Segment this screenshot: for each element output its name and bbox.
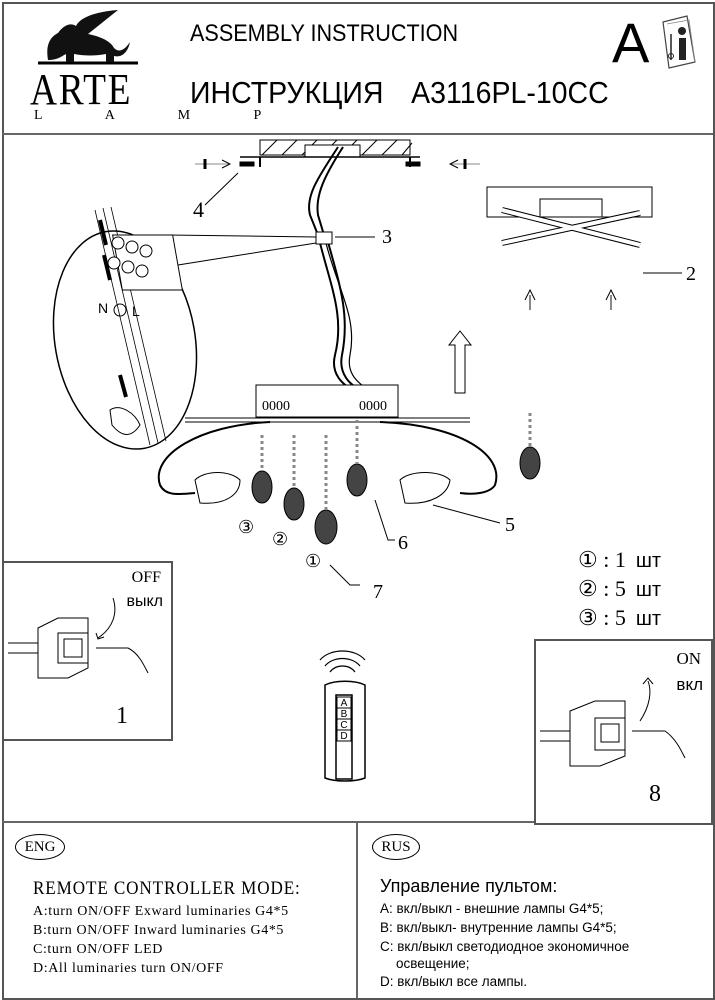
rus-line-b: B: вкл/выкл- внутренние лампы G4*5; <box>380 920 617 935</box>
qty-unit: шт <box>635 579 662 601</box>
step-1-switch-off: OFF выкл 1 <box>2 561 173 741</box>
qty-marker: ② <box>578 576 598 601</box>
title-english: ASSEMBLY INSTRUCTION <box>190 20 459 47</box>
quantity-table: ① : 1 шт ② : 5 шт ③ : 5 шт <box>578 546 661 633</box>
callout-6: 6 <box>398 532 408 554</box>
step-1-state-ru: выкл <box>126 593 163 610</box>
chandelier-body: 0000 0000 <box>109 384 498 504</box>
light-switch-hand-icon <box>540 677 686 767</box>
eng-line-a: A:turn ON/OFF Exward luminaries G4*5 <box>33 904 289 919</box>
callout-4: 4 <box>193 197 204 222</box>
rus-line-c: C: вкл/выкл светодиодное экономичное <box>380 939 630 954</box>
callout-2: 2 <box>686 263 696 285</box>
up-arrow-icon <box>447 330 473 394</box>
remote-control-icon: A B C D <box>319 650 366 782</box>
callout-7: 7 <box>373 581 383 603</box>
rus-title: Управление пультом: <box>380 876 558 896</box>
quantity-row: ③ : 5 шт <box>578 604 661 633</box>
remote-button-b: B <box>341 709 348 720</box>
screw-anchors <box>195 159 480 169</box>
remote-button-a: A <box>341 698 348 709</box>
qty-marker: ③ <box>578 605 598 630</box>
qty-count: 1 <box>614 547 626 572</box>
terminal-label-n: N <box>98 300 108 316</box>
header-divider <box>2 133 713 135</box>
rus-line-a: A: вкл/выкл - внешние лампы G4*5; <box>380 901 604 916</box>
terminal-label-l: L <box>132 303 140 319</box>
eng-line-c: C:turn ON/OFF LED <box>33 942 163 957</box>
callout-leaders <box>204 172 682 586</box>
qty-count: 5 <box>614 576 626 601</box>
title-russian: ИНСТРУКЦИЯ A3116PL-10CC <box>190 75 609 111</box>
remote-button-c: C <box>340 720 347 731</box>
qty-marker: ① <box>578 547 598 572</box>
step-8-switch-on: ON вкл 8 <box>534 639 713 825</box>
callout-3: 3 <box>382 226 392 248</box>
qty-unit: шт <box>635 608 662 630</box>
griffin-logo-icon <box>38 10 138 65</box>
step-8-state-en: ON <box>676 649 701 668</box>
remote-button-d: D <box>340 731 347 742</box>
quantity-row: ① : 1 шт <box>578 546 661 575</box>
qty-unit: шт <box>635 550 662 572</box>
qty-sep: : <box>603 605 610 630</box>
sheet-letter: A <box>612 11 650 74</box>
terminal-block <box>315 231 333 245</box>
terminal-detail-zoom: N L <box>52 206 317 450</box>
title-ru-text: ИНСТРУКЦИЯ <box>190 75 384 110</box>
rus-line-d: D: вкл/выкл все лампы. <box>380 974 528 989</box>
eng-badge: ENG <box>15 834 65 860</box>
light-switch-hand-icon <box>8 597 149 679</box>
eng-line-d: D:All luminaries turn ON/OFF <box>33 961 224 976</box>
step-1-number: 1 <box>116 703 128 729</box>
pendant-marker-3: ③ <box>238 517 254 538</box>
pendant-marker-1: ① <box>305 551 321 572</box>
brand-subtitle: L A M P <box>34 108 292 123</box>
crystal-pendants <box>251 413 541 545</box>
svg-text:0000: 0000 <box>359 399 387 414</box>
pendant-marker-2: ② <box>272 529 288 550</box>
eng-title: REMOTE CONTROLLER MODE: <box>33 878 301 899</box>
assembly-diagram: N L 4 3 2 5 6 7 0000 0000 <box>52 139 696 603</box>
info-booklet-icon <box>662 15 696 69</box>
qty-count: 5 <box>614 605 626 630</box>
step-8-state-ru: вкл <box>676 675 703 694</box>
model-number: A3116PL-10CC <box>411 75 609 110</box>
step-8-number: 8 <box>649 781 661 807</box>
svg-text:0000: 0000 <box>262 399 290 414</box>
power-cables <box>308 146 365 388</box>
quantity-row: ② : 5 шт <box>578 575 661 604</box>
rus-line-c-cont: освещение; <box>396 956 470 971</box>
eng-line-b: B:turn ON/OFF Inward luminaries G4*5 <box>33 923 285 938</box>
rus-badge: RUS <box>372 834 420 860</box>
callout-5: 5 <box>505 514 515 536</box>
step-1-state-en: OFF <box>131 569 161 586</box>
ceiling-plate <box>240 139 420 167</box>
mounting-bracket <box>486 186 653 310</box>
brand-name: ARTE <box>30 65 133 114</box>
footer-column-divider <box>356 821 358 998</box>
qty-sep: : <box>603 547 610 572</box>
qty-sep: : <box>603 576 610 601</box>
